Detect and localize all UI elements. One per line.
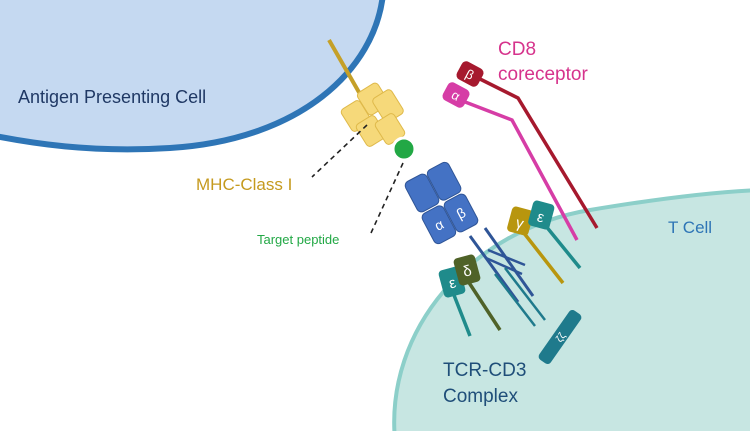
complex-label: Complex <box>443 386 518 407</box>
tcr-connector <box>487 248 526 267</box>
tcr-alpha-stalk <box>468 235 520 303</box>
mhc-class-i <box>327 39 406 147</box>
cd3-epsilon-delta-dimer: ε δ <box>438 254 502 337</box>
target-peptide-circle <box>391 136 417 162</box>
antigen-presenting-cell <box>0 0 386 153</box>
t-cell-label: T Cell <box>668 218 712 237</box>
cd3-epsilon-left-label: ε <box>447 274 458 292</box>
cd3-epsilon-right-domain: ε <box>528 200 555 230</box>
cd3-gamma-epsilon-dimer: γ ε <box>507 200 582 285</box>
mhc-class-i-label: MHC-Class I <box>196 175 292 194</box>
cd3-delta-domain: δ <box>453 254 481 286</box>
cd8-beta-domain: β <box>456 61 484 87</box>
tcr-alpha-variable-domain <box>404 173 440 213</box>
tcr-alpha-constant-domain <box>421 205 457 245</box>
tcr-beta-stalk <box>483 227 535 297</box>
cd8-coreceptor: β α <box>442 61 599 241</box>
cd8-label: CD8 <box>498 39 536 60</box>
antigen-presenting-cell-label: Antigen Presenting Cell <box>18 87 206 107</box>
cd8-alpha-domain: α <box>442 82 470 108</box>
tcr-connector-2 <box>485 256 523 276</box>
cd3-epsilon-right-label: ε <box>535 208 546 226</box>
coreceptor-label: coreceptor <box>498 64 588 85</box>
tcr-beta-variable-domain <box>426 161 462 201</box>
zeta-chain-dimer: ζζ <box>494 267 582 365</box>
cd8-alpha-stalk <box>459 98 579 241</box>
cd3-gamma-domain: γ <box>507 206 534 236</box>
mhc-leader-line <box>311 124 368 178</box>
tcr-cd3-label: TCR-CD3 <box>443 360 526 381</box>
peptide-leader-line <box>370 162 404 234</box>
target-peptide-label: Target peptide <box>257 232 339 247</box>
cd8-beta-stalk <box>477 76 599 229</box>
tcr-beta-constant-domain <box>443 193 479 233</box>
tcr-heterodimer: α β <box>404 161 535 303</box>
